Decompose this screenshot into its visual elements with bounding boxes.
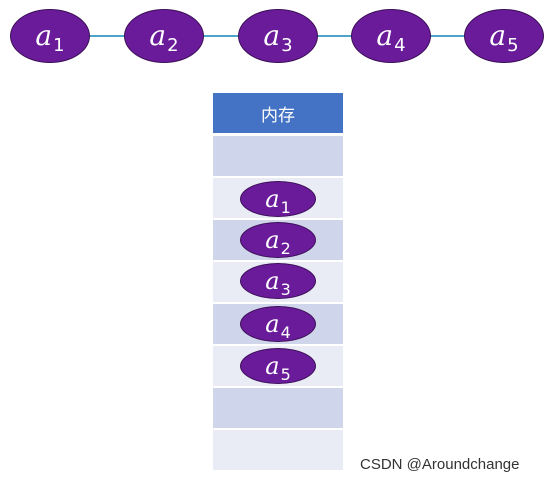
node-variable: a <box>35 19 53 52</box>
memory-cell-empty <box>213 136 343 176</box>
node-subscript: 5 <box>280 364 291 384</box>
watermark-text: CSDN @Aroundchange <box>360 456 520 473</box>
node-subscript: 2 <box>280 238 291 258</box>
node-subscript: 1 <box>280 197 291 217</box>
node-subscript: 5 <box>507 34 519 56</box>
node-variable: a <box>263 19 281 52</box>
node-variable: a <box>265 310 280 338</box>
node-subscript: 2 <box>167 34 179 56</box>
node-subscript: 3 <box>281 34 293 56</box>
memory-cell-empty <box>213 430 343 470</box>
memory-header: 内存 <box>213 93 343 133</box>
node-variable: a <box>489 19 507 52</box>
node-variable: a <box>149 19 167 52</box>
node-subscript: 4 <box>280 322 291 342</box>
node-subscript: 1 <box>53 34 65 56</box>
node-subscript: 4 <box>394 34 406 56</box>
node-variable: a <box>265 226 280 254</box>
node-variable: a <box>265 352 280 380</box>
node-subscript: 3 <box>280 279 291 299</box>
memory-cell-empty <box>213 388 343 428</box>
node-variable: a <box>376 19 394 52</box>
node-variable: a <box>265 267 280 295</box>
node-variable: a <box>265 185 280 213</box>
